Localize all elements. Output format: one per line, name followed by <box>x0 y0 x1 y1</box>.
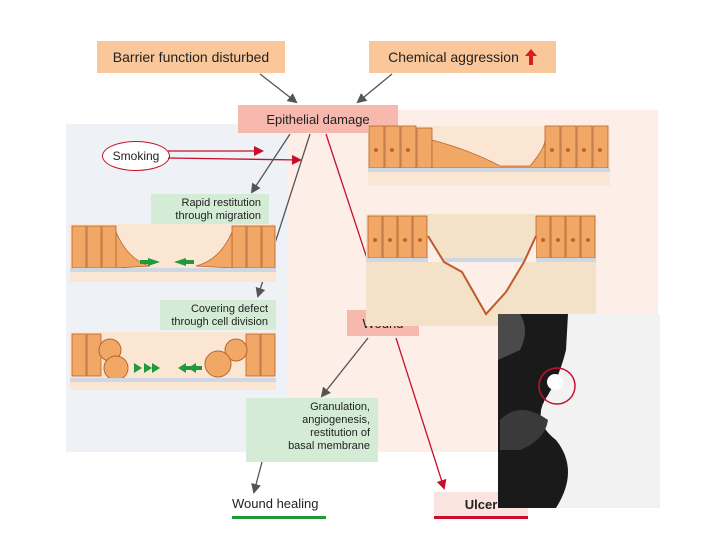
rapid-restitution-line2: through migration <box>175 210 261 222</box>
ulcer-label: Ulcer <box>464 496 498 512</box>
epithelial-damage-label: Epithelial damage <box>266 111 370 127</box>
ulcer-box: Ulcer <box>434 492 528 516</box>
arrow-granulation-to-healing <box>251 461 263 494</box>
left-panel-background <box>66 124 288 452</box>
smoking-label: Smoking <box>112 149 160 163</box>
covering-defect-line1: Covering defect <box>190 303 268 315</box>
covering-defect-line2: through cell division <box>171 316 268 328</box>
smoking-ellipse: Smoking <box>102 141 170 171</box>
granulation-line2: angiogenesis, <box>302 414 370 426</box>
barrier-function-box: Barrier function disturbed <box>97 41 285 73</box>
chemical-aggression-label: Chemical aggression <box>388 49 519 65</box>
up-arrow-icon <box>524 49 537 65</box>
wound-healing-label: Wound healing <box>232 496 319 511</box>
wound-healing-underline <box>232 516 326 519</box>
granulation-line3: restitution of <box>310 427 370 439</box>
arrow-chemical-to-epithelial <box>356 73 393 104</box>
epithelial-damage-box: Epithelial damage <box>238 105 398 133</box>
covering-defect-box: Covering defect through cell division <box>160 300 276 330</box>
granulation-box: Granulation, angiogenesis, restitution o… <box>246 398 378 462</box>
barrier-function-label: Barrier function disturbed <box>112 49 270 65</box>
granulation-line1: Granulation, <box>310 401 370 413</box>
arrow-barrier-to-epithelial <box>259 73 298 104</box>
granulation-line4: basal membrane <box>288 440 370 452</box>
wound-box: Wound <box>347 310 419 336</box>
chemical-aggression-box: Chemical aggression <box>369 41 556 73</box>
rapid-restitution-line1: Rapid restitution <box>181 197 262 209</box>
wound-label: Wound <box>362 315 404 331</box>
ulcer-underline <box>434 516 528 519</box>
rapid-restitution-box: Rapid restitution through migration <box>151 194 269 224</box>
